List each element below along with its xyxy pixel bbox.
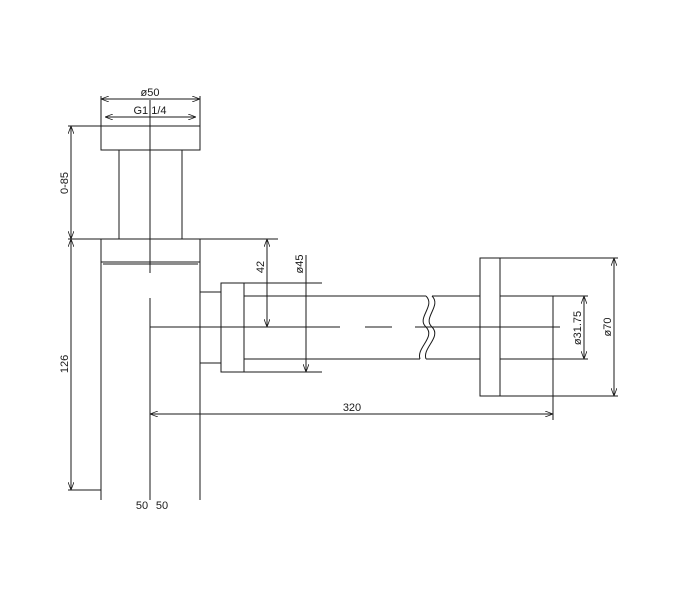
dim-body-height: 126 — [59, 355, 71, 373]
dimension-lines — [71, 99, 614, 490]
dim-nut-diameter: ø45 — [294, 255, 306, 274]
dim-bottom-right: 50 — [156, 500, 168, 512]
centerlines — [149, 100, 560, 500]
dim-thread: G1 1/4 — [133, 105, 166, 117]
dim-horizontal-length: 320 — [343, 402, 361, 414]
outlet-pipe — [200, 257, 556, 420]
dim-height-adjust: 0-85 — [59, 172, 71, 194]
dim-top-diameter: ø50 — [141, 87, 160, 99]
dim-flange-diameter: ø70 — [602, 318, 614, 337]
dim-bottom-left: 50 — [136, 500, 148, 512]
dim-outlet-height: 42 — [255, 261, 267, 273]
dim-pipe-diameter: ø31.75 — [572, 311, 584, 345]
